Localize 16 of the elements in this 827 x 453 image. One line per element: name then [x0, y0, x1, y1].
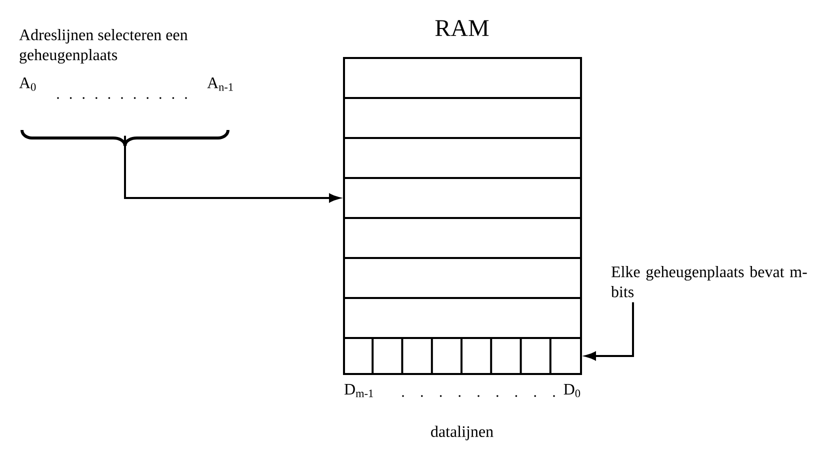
data-line-label: D$_{m-1}$: [344, 384, 373, 398]
memory-row: [343, 177, 582, 219]
bit-row: [343, 337, 582, 375]
arrow: [585, 302, 634, 360]
data-lines-label: datalijnen: [431, 426, 494, 440]
arrow: [124, 136, 340, 202]
note-text: Elke geheugenplaats bevat m-bits: [611, 266, 807, 298]
memory-row: [343, 297, 582, 339]
address-lines-text: Adreslijnen selecteren een geheugenplaats A$_{0}$ A$_{n-1}$: [19, 29, 233, 148]
memory-row: [343, 97, 582, 139]
memory-row: [343, 137, 582, 179]
memory-row: [343, 257, 582, 299]
memory-row: [343, 217, 582, 259]
node-label: RAM: [435, 20, 489, 36]
memory-row: [343, 57, 582, 99]
data-line-label: D$_{0}$: [564, 384, 580, 398]
